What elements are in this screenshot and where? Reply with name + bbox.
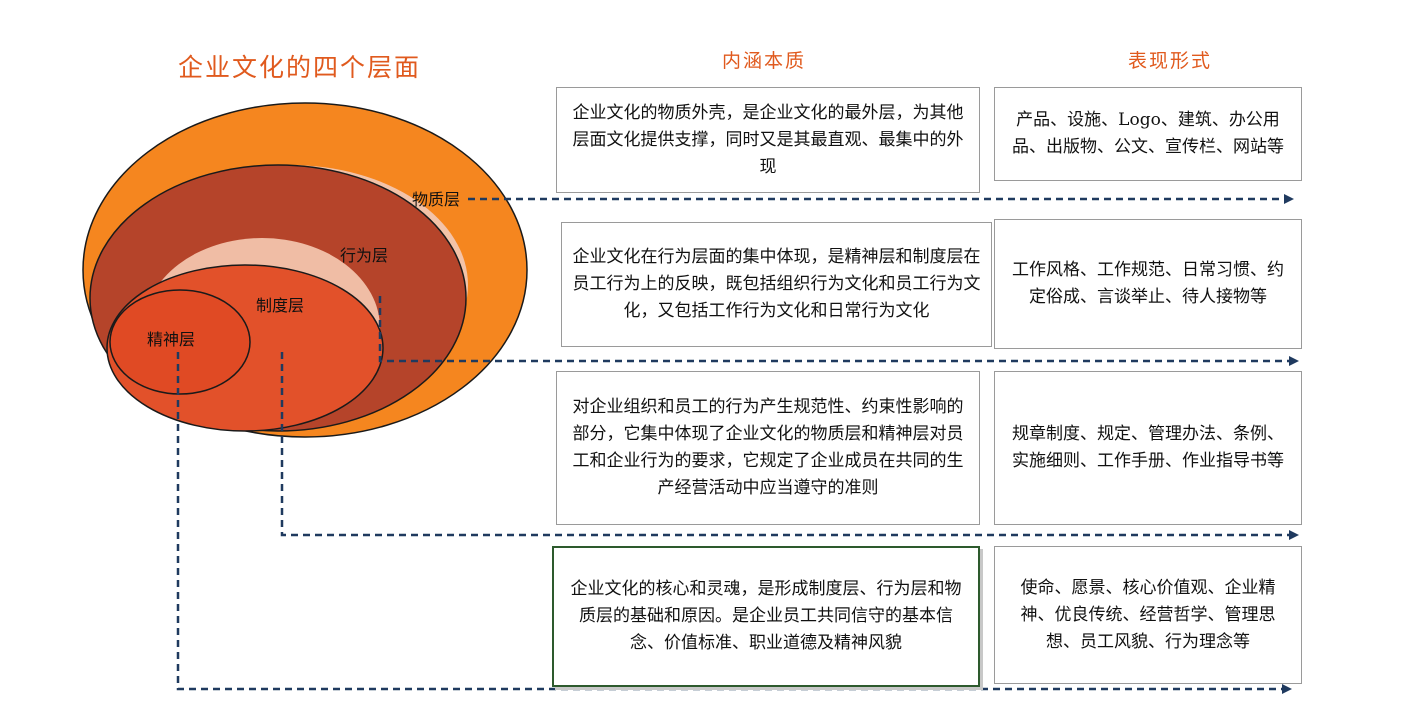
spirit-layer-ellipse <box>109 289 251 395</box>
material-forms-text: 产品、设施、Logo、建筑、办公用品、出版物、公文、宣传栏、网站等 <box>1012 110 1284 157</box>
system-layer-arrow <box>280 352 1299 540</box>
diagram-title: 企业文化的四个层面 <box>178 53 422 82</box>
system-forms-text: 规章制度、规定、管理办法、条例、实施细则、工作手册、作业指导书等 <box>1012 424 1284 471</box>
behavior-essence-text: 企业文化在行为层面的集中体现，是精神层和制度层在员工行为上的反映，既包括组织行为… <box>572 247 981 321</box>
system-essence-box: 对企业组织和员工的行为产生规范性、约束性影响的部分，它集中体现了企业文化的物质层… <box>556 371 980 525</box>
spirit-layer-arrow <box>176 352 1292 694</box>
system-essence-text: 对企业组织和员工的行为产生规范性、约束性影响的部分，它集中体现了企业文化的物质层… <box>572 397 964 498</box>
behavior-layer-label: 行为层 <box>340 246 389 265</box>
behavior-forms-box: 工作风格、工作规范、日常习惯、约定俗成、言谈举止、待人接物等 <box>994 219 1302 349</box>
material-forms-box: 产品、设施、Logo、建筑、办公用品、出版物、公文、宣传栏、网站等 <box>994 87 1302 181</box>
material-essence-text: 企业文化的物质外壳，是企业文化的最外层，为其他层面文化提供支撑，同时又是其最直观… <box>572 102 964 177</box>
material-essence-box: 企业文化的物质外壳，是企业文化的最外层，为其他层面文化提供支撑，同时又是其最直观… <box>556 87 980 193</box>
system-layer-label: 制度层 <box>256 296 305 315</box>
behavior-essence-box: 企业文化在行为层面的集中体现，是精神层和制度层在员工行为上的反映，既包括组织行为… <box>561 222 992 347</box>
column-header-forms: 表现形式 <box>1128 50 1213 72</box>
spirit-essence-box: 企业文化的核心和灵魂，是形成制度层、行为层和物质层的基础和原因。是企业员工共同信… <box>552 546 980 687</box>
behavior-layer-arrow <box>378 296 1299 366</box>
system-forms-box: 规章制度、规定、管理办法、条例、实施细则、工作手册、作业指导书等 <box>994 371 1302 525</box>
material-layer-label: 物质层 <box>412 190 461 209</box>
column-header-essence: 内涵本质 <box>722 50 807 72</box>
spirit-forms-text: 使命、愿景、核心价值观、企业精神、优良传统、经营哲学、管理思想、员工风貌、行为理… <box>1020 577 1276 652</box>
behavior-forms-text: 工作风格、工作规范、日常习惯、约定俗成、言谈举止、待人接物等 <box>1012 260 1284 307</box>
spirit-essence-text: 企业文化的核心和灵魂，是形成制度层、行为层和物质层的基础和原因。是企业员工共同信… <box>570 579 962 653</box>
spirit-layer-label: 精神层 <box>147 330 196 349</box>
spirit-forms-box: 使命、愿景、核心价值观、企业精神、优良传统、经营哲学、管理思想、员工风貌、行为理… <box>994 546 1302 684</box>
